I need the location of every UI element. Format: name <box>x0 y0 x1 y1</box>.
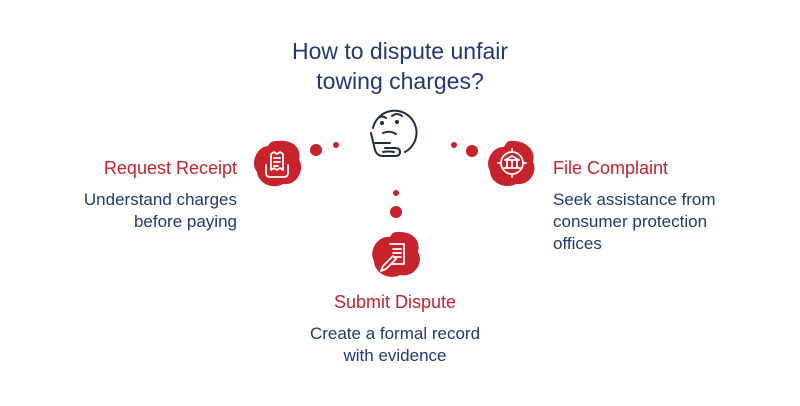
request-receipt-description: Understand charges before paying <box>84 189 237 233</box>
connector-dot <box>466 145 478 157</box>
request-receipt-desc-line-2: before paying <box>133 212 237 231</box>
submit-dispute-description: Create a formal record with evidence <box>220 323 570 367</box>
file-complaint-icon-badge <box>488 140 535 187</box>
file-complaint-desc-line-2: consumer protection <box>553 212 708 231</box>
connector-dot <box>310 144 322 156</box>
request-receipt-icon-badge <box>254 140 302 187</box>
file-complaint-desc-line-3: offices <box>553 234 602 253</box>
title-line-1: How to dispute unfair <box>291 38 509 64</box>
connector-dot <box>451 142 457 148</box>
receipt-icon <box>265 151 289 178</box>
title-line-2: towing charges? <box>316 68 484 94</box>
submit-dispute-icon-badge <box>372 231 420 277</box>
request-receipt-heading: Request Receipt <box>103 158 237 178</box>
connector-dot <box>333 142 339 148</box>
file-complaint-desc-line-1: Seek assistance from <box>553 190 716 209</box>
request-receipt-desc-line-1: Understand charges <box>83 190 237 209</box>
diagram-title: How to dispute unfair towing charges? <box>200 36 600 96</box>
document-pen-icon <box>380 243 405 272</box>
connector-dot <box>393 190 399 196</box>
government-building-icon <box>497 148 527 178</box>
submit-dispute-desc-line-1: Create a formal record <box>309 324 481 343</box>
connector-dot <box>390 206 402 218</box>
submit-dispute-heading: Submit Dispute <box>333 292 457 312</box>
thinking-face-icon <box>370 109 418 157</box>
submit-dispute-desc-line-2: with evidence <box>343 346 447 365</box>
file-complaint-description: Seek assistance from consumer protection… <box>553 189 716 255</box>
file-complaint-heading: File Complaint <box>553 158 669 178</box>
